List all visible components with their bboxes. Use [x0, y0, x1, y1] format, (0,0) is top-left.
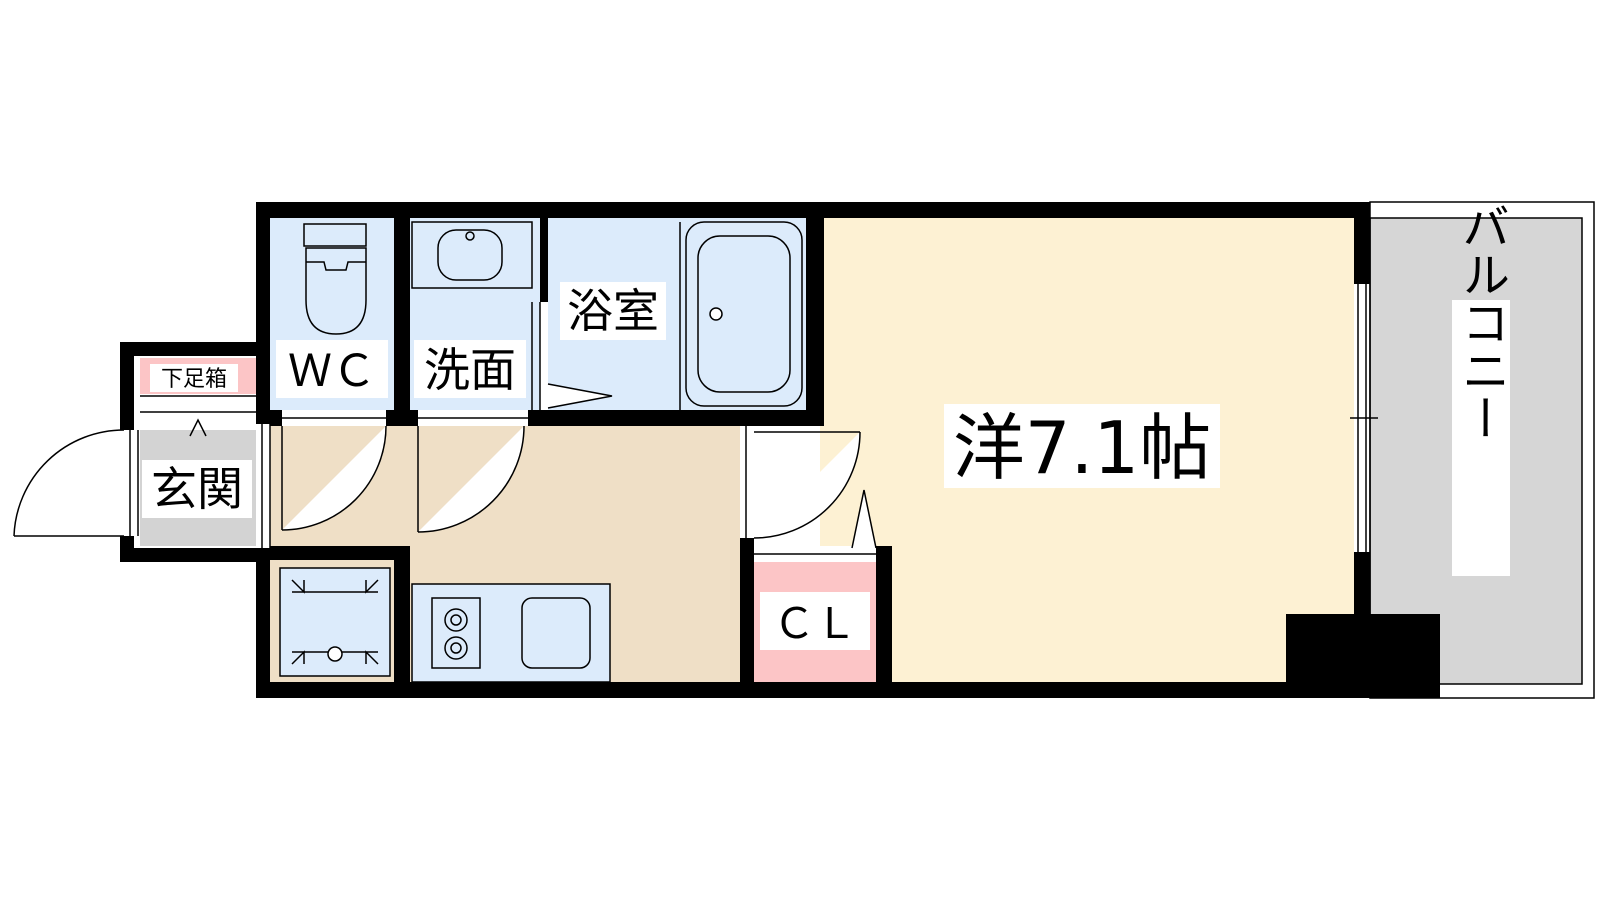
- bathtub-inner: [697, 235, 791, 393]
- bath-door-fold: [547, 383, 613, 409]
- wall-wc-wash: [394, 218, 410, 418]
- entrance-label-bg: [142, 460, 252, 518]
- wall-wet-right: [806, 202, 824, 426]
- toilet-bowl: [305, 247, 367, 335]
- wall-closet-right: [876, 546, 892, 682]
- shoe-box-hinge: [189, 418, 207, 437]
- burner-2-inner: [450, 642, 462, 654]
- shoe-box-label: 下足箱: [161, 367, 227, 392]
- toilet-seat-line: [306, 261, 366, 271]
- burner-2: [444, 636, 468, 660]
- walls: [120, 202, 1440, 698]
- entrance-label: 玄関: [151, 462, 243, 516]
- wall-right-upper: [1354, 202, 1370, 284]
- fixtures: [291, 221, 803, 669]
- room-door-swing: [753, 431, 861, 539]
- bathtub-drain: [709, 307, 723, 321]
- closet-door-fold: [851, 489, 877, 549]
- genkan-wall-bottom: [120, 548, 270, 562]
- toilet-tank: [303, 223, 367, 247]
- closet-label: ＣＬ: [773, 599, 857, 648]
- washroom-label-bg: [414, 340, 526, 398]
- genkan-wall-top: [120, 342, 270, 356]
- laundry-drain: [327, 646, 343, 662]
- balcony-label-bg: [1452, 300, 1510, 576]
- wall-stub-lower: [394, 546, 410, 682]
- wc-door-swing: [281, 425, 387, 531]
- wash-door-swing: [417, 425, 525, 533]
- burner-1-inner: [450, 614, 462, 626]
- doors: [13, 201, 1595, 699]
- entrance-door-opening: [120, 430, 134, 536]
- western-room-label: 洋7.1帖: [953, 406, 1212, 490]
- wash-basin-tap: [465, 231, 475, 241]
- burner-1: [444, 608, 468, 632]
- labels: 洋7.1帖 浴室 洗面 ＷＣ 玄関 下足箱 ＣＬ バルコニー: [142, 202, 1510, 650]
- western-room-label-bg: [944, 404, 1220, 488]
- entrance-door-swing: [13, 429, 125, 537]
- balcony-inner-outline: [1369, 217, 1583, 685]
- bathroom-label: 浴室: [567, 284, 659, 338]
- wall-left-upper: [256, 202, 270, 428]
- wash-basin: [437, 229, 503, 281]
- room-door-opening: [740, 426, 754, 538]
- pillar: [1286, 614, 1440, 698]
- genkan-wall-left-top: [120, 342, 134, 430]
- toilet-label: ＷＣ: [288, 346, 376, 397]
- shoe-box-label-bg: [150, 364, 238, 392]
- wall-laundry-top: [270, 546, 394, 560]
- balcony-label: バルコニー: [1453, 202, 1509, 442]
- genkan-step-opening: [256, 424, 270, 548]
- washroom-label: 洗面: [424, 343, 516, 397]
- wall-bottom: [256, 682, 1366, 698]
- toilet-label-bg: [276, 340, 388, 398]
- wall-left-lower: [256, 546, 270, 698]
- closet-label-bg: [760, 592, 870, 650]
- wall-wash-bath: [540, 218, 548, 302]
- kitchen-sink: [521, 597, 591, 669]
- bathroom-label-bg: [560, 282, 666, 340]
